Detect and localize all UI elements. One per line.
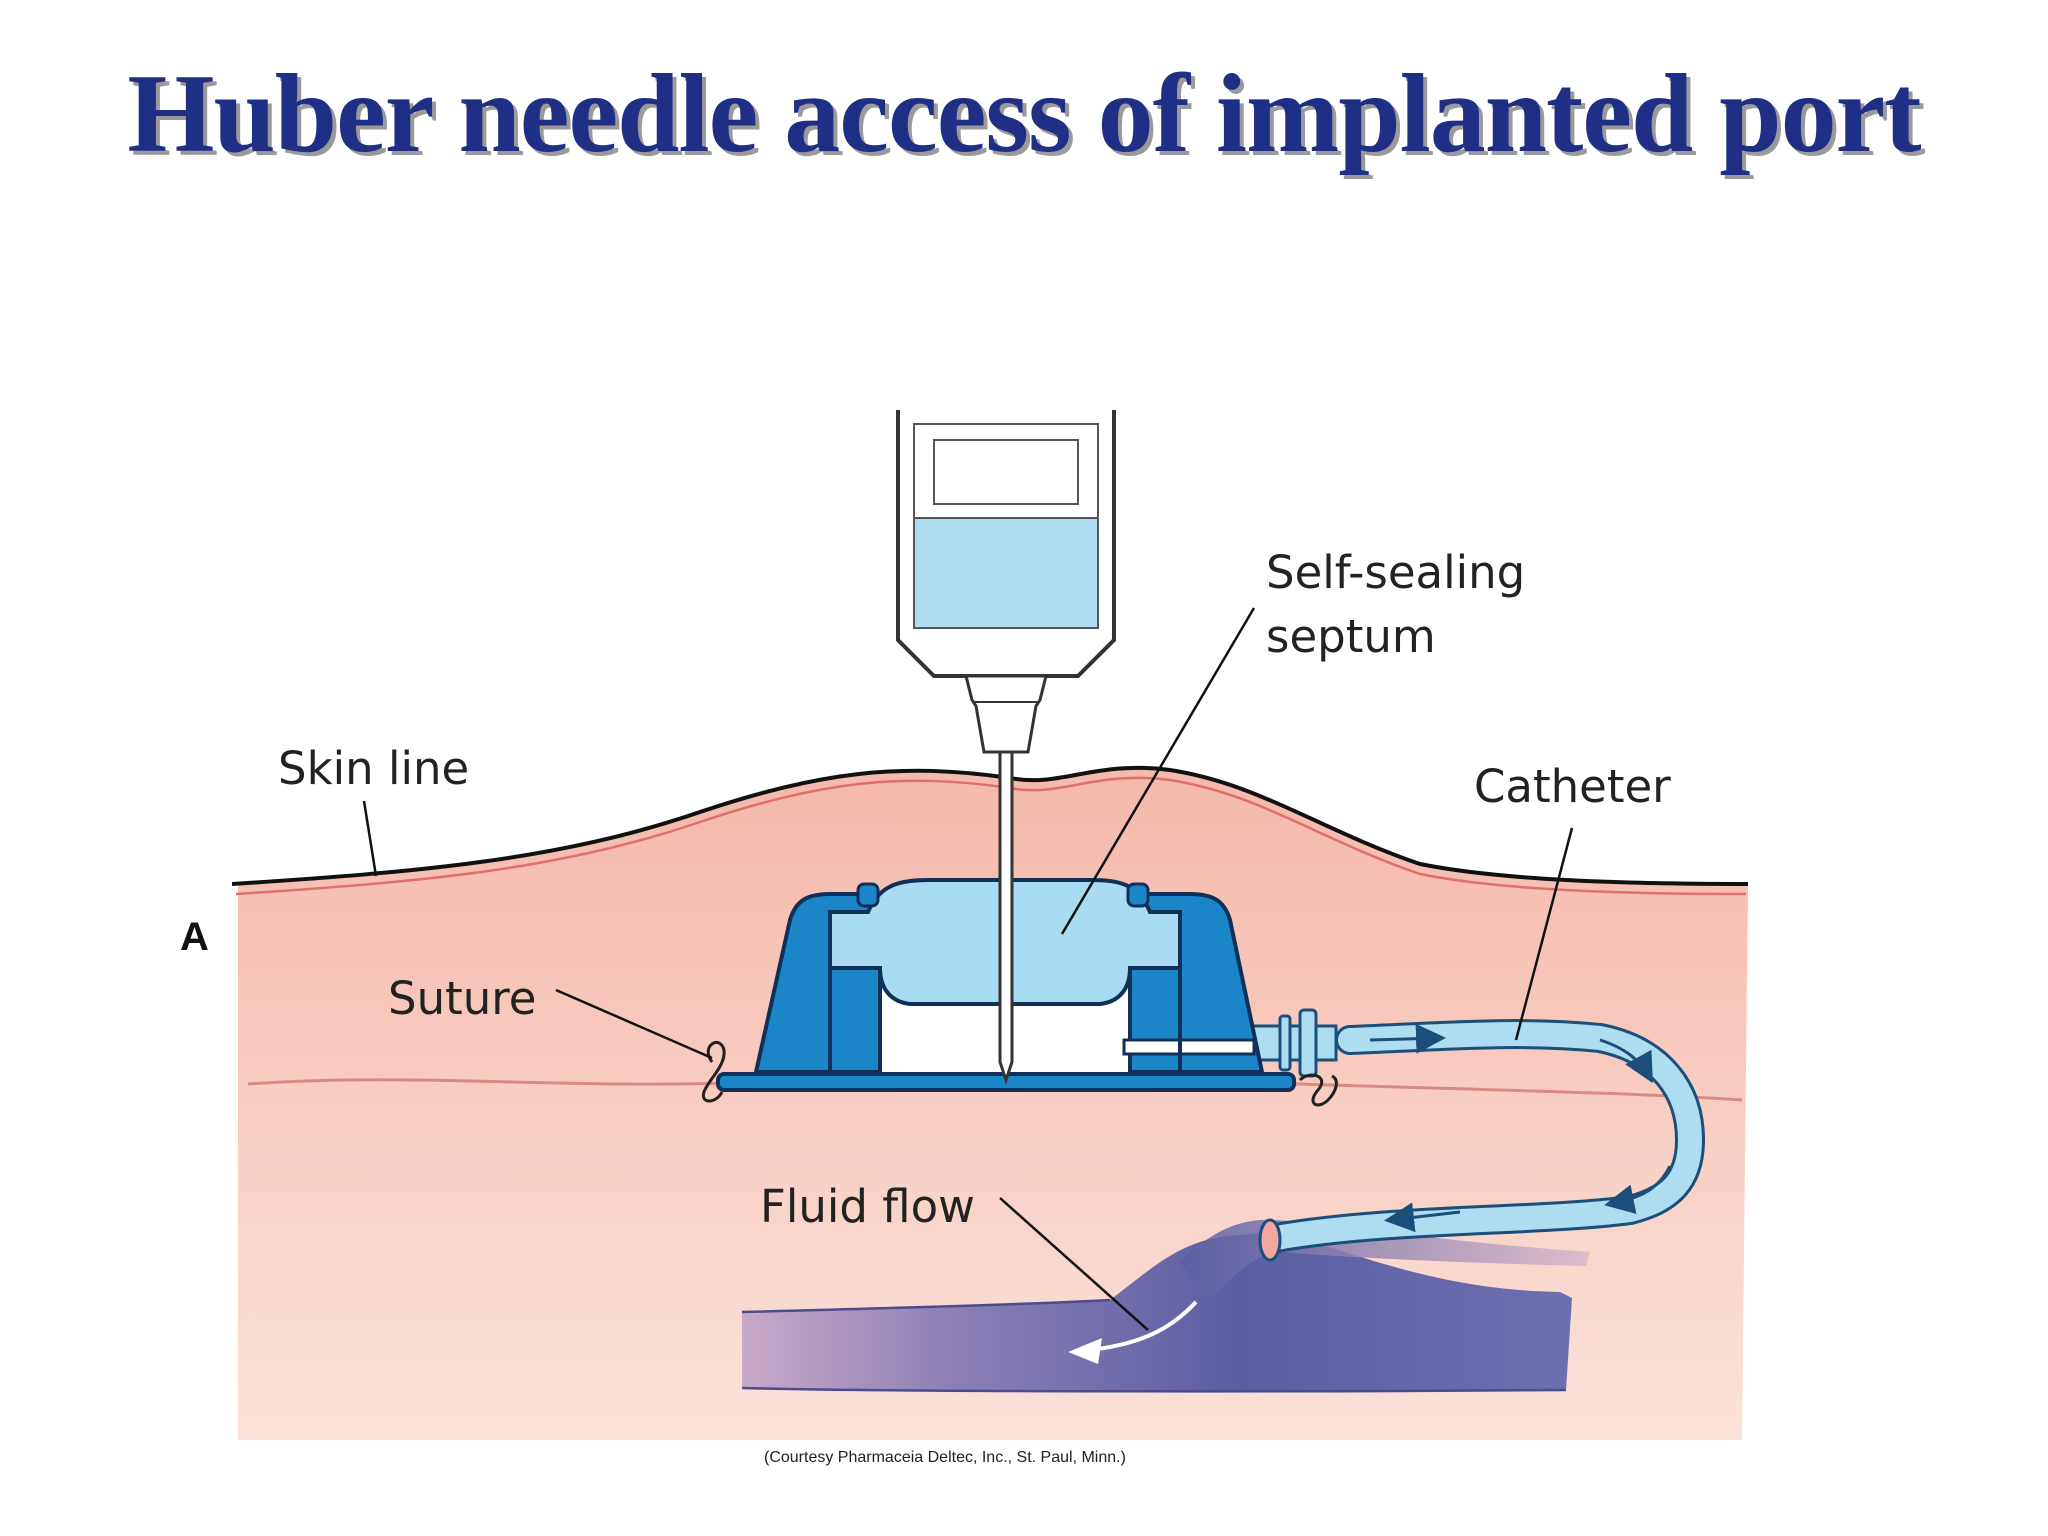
dermis-line — [235, 776, 1747, 896]
skin-surface — [231, 765, 1749, 886]
flow-arrow-3 — [1604, 1165, 1672, 1214]
leader-catheter — [1514, 827, 1574, 1041]
leader-fluid-flow — [999, 1197, 1149, 1331]
vein-flow-arrowhead — [1068, 1338, 1102, 1364]
port-nub-right — [1126, 882, 1150, 908]
vein-edge-bottom — [741, 1386, 1567, 1393]
label-septum: septum — [1266, 610, 1436, 663]
connector-ring — [1298, 1008, 1318, 1078]
label-self-sealing: Self-sealing — [1266, 546, 1525, 599]
leader-skin-line — [362, 800, 378, 877]
credit-text: (Courtesy Pharmaceia Deltec, Inc., St. P… — [764, 1449, 1126, 1466]
suture-left — [701, 1041, 726, 1103]
label-fluid-flow: Fluid flow — [760, 1180, 975, 1233]
flow-arrow-2 — [1599, 1038, 1653, 1084]
needle-hub — [964, 674, 1048, 754]
vein-flow-arrow — [1089, 1300, 1198, 1352]
port-outlet — [1122, 1038, 1256, 1056]
label-catheter: Catheter — [1474, 760, 1671, 813]
catheter-tip — [1258, 1218, 1282, 1262]
vein — [742, 1232, 1572, 1392]
port-nub-left — [856, 882, 880, 908]
label-suture: Suture — [388, 972, 536, 1025]
suture-right — [1298, 1073, 1338, 1107]
connector-ring-2 — [1278, 1014, 1292, 1072]
huber-needle — [998, 750, 1014, 1085]
flow-arrow-1 — [1369, 1023, 1446, 1054]
page-title: Huber needle access of implanted port — [127, 52, 1921, 176]
syringe-fluid — [913, 517, 1099, 629]
catheter-lumen — [1264, 1022, 1703, 1250]
flow-arrow-4 — [1384, 1202, 1461, 1233]
leader-suture — [555, 988, 713, 1060]
label-skin-line: Skin line — [278, 742, 469, 795]
catheter-connector — [1250, 1024, 1338, 1062]
syringe-plunger-inner — [933, 439, 1079, 505]
panel-letter: A — [180, 915, 209, 959]
vein-edge-top — [741, 1298, 1111, 1314]
leader-septum — [1060, 607, 1256, 935]
